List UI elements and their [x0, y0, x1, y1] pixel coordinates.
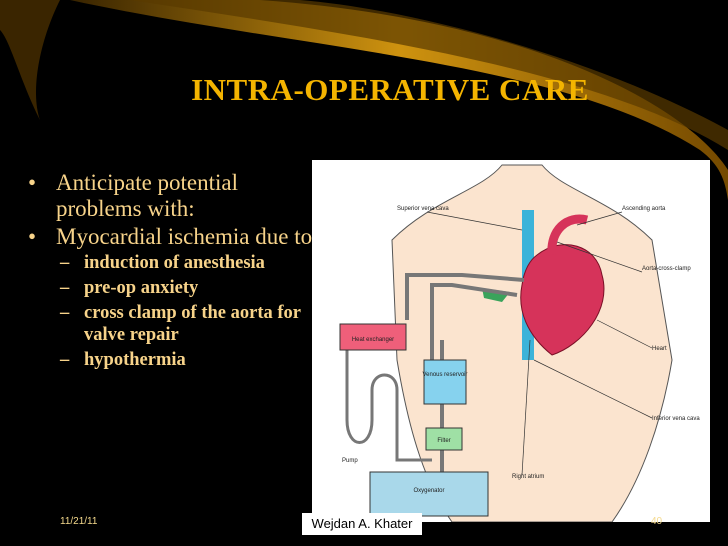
bypass-illustration: Heat exchanger Venous reservoir Filter O… [339, 164, 700, 523]
bullet-dot-icon: • [28, 224, 37, 249]
filter-box [425, 427, 463, 451]
sub-bullet-text: induction of anesthesia [84, 253, 265, 273]
dash-icon: – [60, 350, 70, 370]
bullet-item: • Anticipate potential problems with: [28, 170, 318, 222]
sub-bullet-text: pre-op anxiety [84, 278, 199, 298]
right-atrium-label: Right atrium [512, 474, 544, 480]
venous-reservoir-label: Venous reservoir [422, 372, 467, 378]
sub-bullet-item: – pre-op anxiety [28, 277, 318, 299]
dash-icon: – [60, 303, 70, 323]
footer-page-number: 40 [651, 516, 663, 527]
dash-icon: – [60, 253, 70, 273]
footer-date: 11/21/11 [60, 516, 98, 527]
bullet-text: Anticipate potential problems with: [56, 170, 239, 221]
tube-2 [430, 283, 518, 360]
sub-bullet-item: – hypothermia [28, 349, 318, 371]
pump-label: Pump [342, 458, 358, 464]
aorta-cross-clamp-label: Aorta-cross-clamp [642, 266, 691, 272]
bullet-item: • Myocardial ischemia due to [28, 224, 318, 250]
heat-exchanger-box [339, 323, 407, 351]
ascending-aorta-label: Ascending aorta [622, 206, 666, 212]
superior-vena-cava-label: Superior vena cava [397, 206, 449, 212]
venous-reservoir-box [423, 359, 467, 405]
slide-title: INTRA-OPERATIVE CARE [191, 72, 589, 107]
sub-bullet-text: hypothermia [84, 350, 186, 370]
tube-4 [345, 350, 432, 462]
filter-label: Filter [437, 438, 450, 444]
aorta-shape [547, 214, 589, 256]
bullet-dot-icon: • [28, 170, 37, 195]
oxygenator-label: Oxygenator [413, 488, 444, 494]
sub-bullet-text: cross clamp of the aorta for valve repai… [84, 303, 301, 345]
footer-author: Wejdan A. Khater [302, 513, 422, 535]
heat-exchanger-label: Heat exchanger [352, 337, 394, 343]
bullet-text: Myocardial ischemia due to [56, 224, 313, 249]
sub-bullet-item: – cross clamp of the aorta for valve rep… [28, 302, 318, 346]
sub-bullet-item: – induction of anesthesia [28, 252, 318, 274]
bypass-diagram: Heat exchanger Venous reservoir Filter O… [312, 160, 710, 523]
oxygenator-box [369, 471, 489, 517]
dash-icon: – [60, 278, 70, 298]
tube-1 [405, 273, 525, 320]
inferior-vena-cava-label: Inferior vena cava [652, 416, 700, 422]
bullet-list: • Anticipate potential problems with: • … [28, 170, 318, 374]
heart-label: Heart [652, 346, 667, 352]
